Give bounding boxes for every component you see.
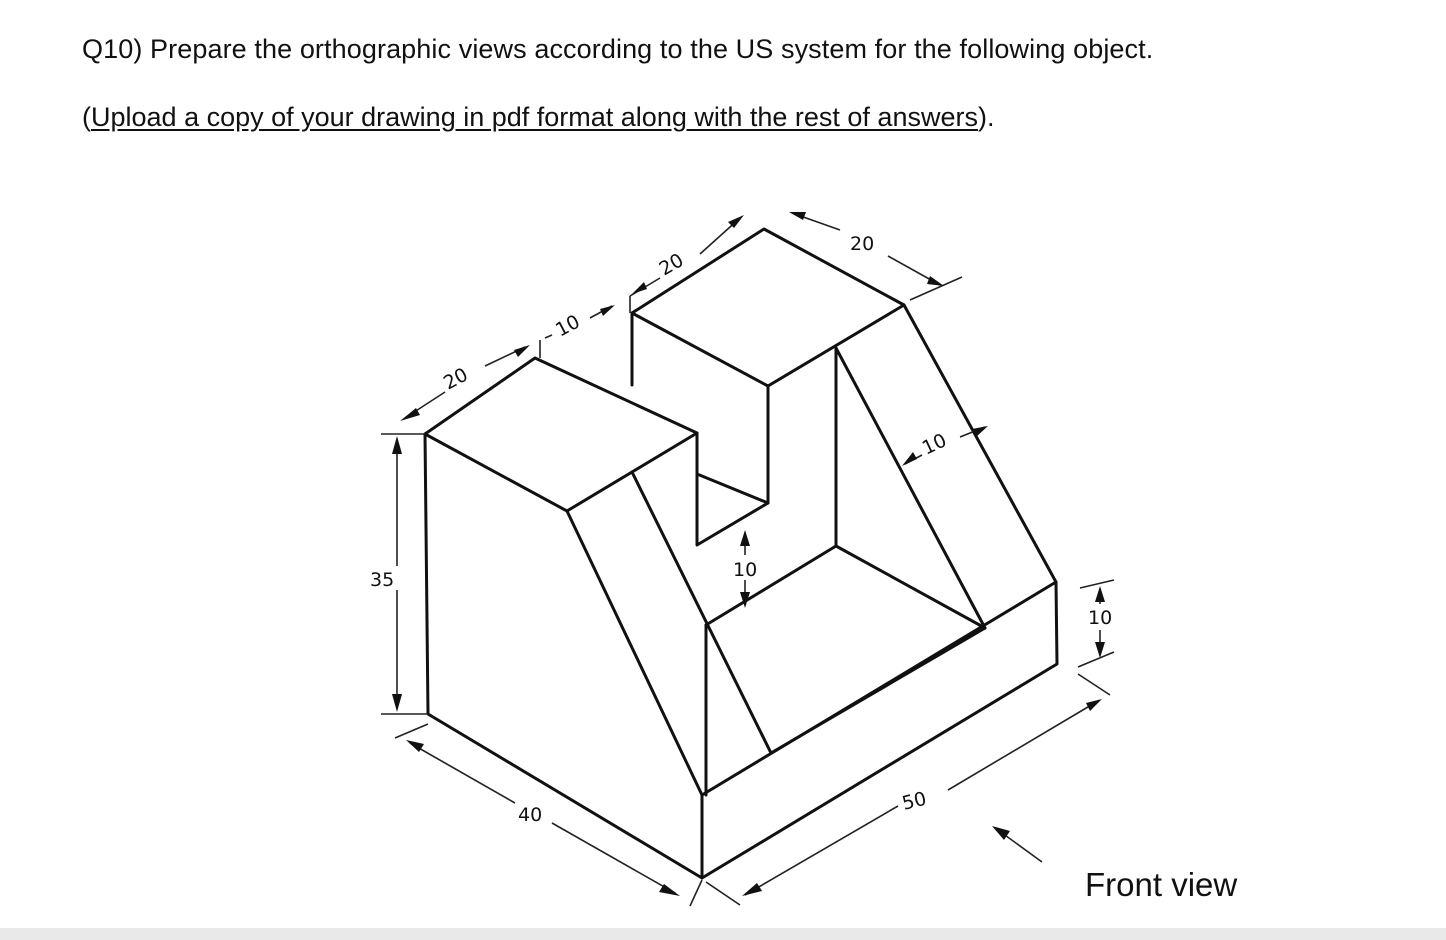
question-title: Q10) Prepare the orthographic views acco…	[82, 34, 1154, 64]
instruction-open: (	[82, 102, 91, 132]
dimension-lines	[381, 212, 1115, 907]
dim-label-20-left: 20	[440, 364, 472, 395]
left-slope-edge	[565, 509, 704, 797]
dim-label-20-right: 20	[850, 233, 874, 255]
slot-floor-edge	[695, 472, 770, 505]
dim-label-10-step: 10	[733, 559, 757, 581]
right-rib-outer-edge	[902, 303, 1058, 584]
upload-instruction: (Upload a copy of your drawing in pdf fo…	[82, 102, 994, 133]
left-block-front-edges	[423, 432, 704, 880]
cavity-floor-edges	[704, 544, 838, 627]
dim-label-50: 50	[900, 788, 929, 815]
dim-label-20-block: 20	[656, 249, 688, 280]
dim-label-35: 35	[370, 569, 394, 591]
base-front-edge	[769, 626, 987, 755]
slot-back-edges	[695, 384, 770, 547]
dim-label-10-gap: 10	[552, 311, 584, 342]
left-inner-slope-edge	[630, 470, 773, 755]
dim-label-10-base: 10	[1088, 607, 1112, 629]
front-view-label: Front view	[1085, 866, 1238, 903]
dim-label-40: 40	[518, 804, 542, 826]
object-outline	[423, 227, 1059, 880]
dim-label-10-rib: 10	[919, 429, 950, 459]
dimension-labels: 35 20 10 20 20 10 10 10 40 50	[370, 233, 1112, 826]
base-top-edges	[700, 580, 1059, 880]
right-rib-inner-edge	[834, 346, 987, 630]
instruction-underlined: Upload a copy of your drawing in pdf for…	[91, 102, 978, 132]
bottom-bar	[0, 928, 1446, 940]
instruction-close: ).	[977, 102, 995, 132]
